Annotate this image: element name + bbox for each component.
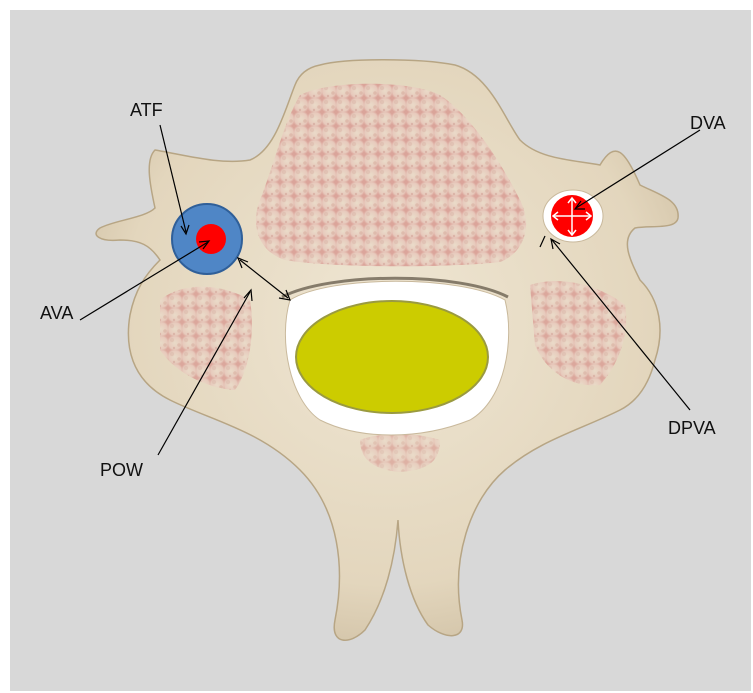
label-pow: POW [100,460,143,480]
label-dva: DVA [690,113,726,133]
vertebral-artery-dot [196,224,226,254]
spinal-cord-ellipse [296,301,488,413]
label-dpva: DPVA [668,418,716,438]
label-ava: AVA [40,303,73,323]
label-atf: ATF [130,100,163,120]
